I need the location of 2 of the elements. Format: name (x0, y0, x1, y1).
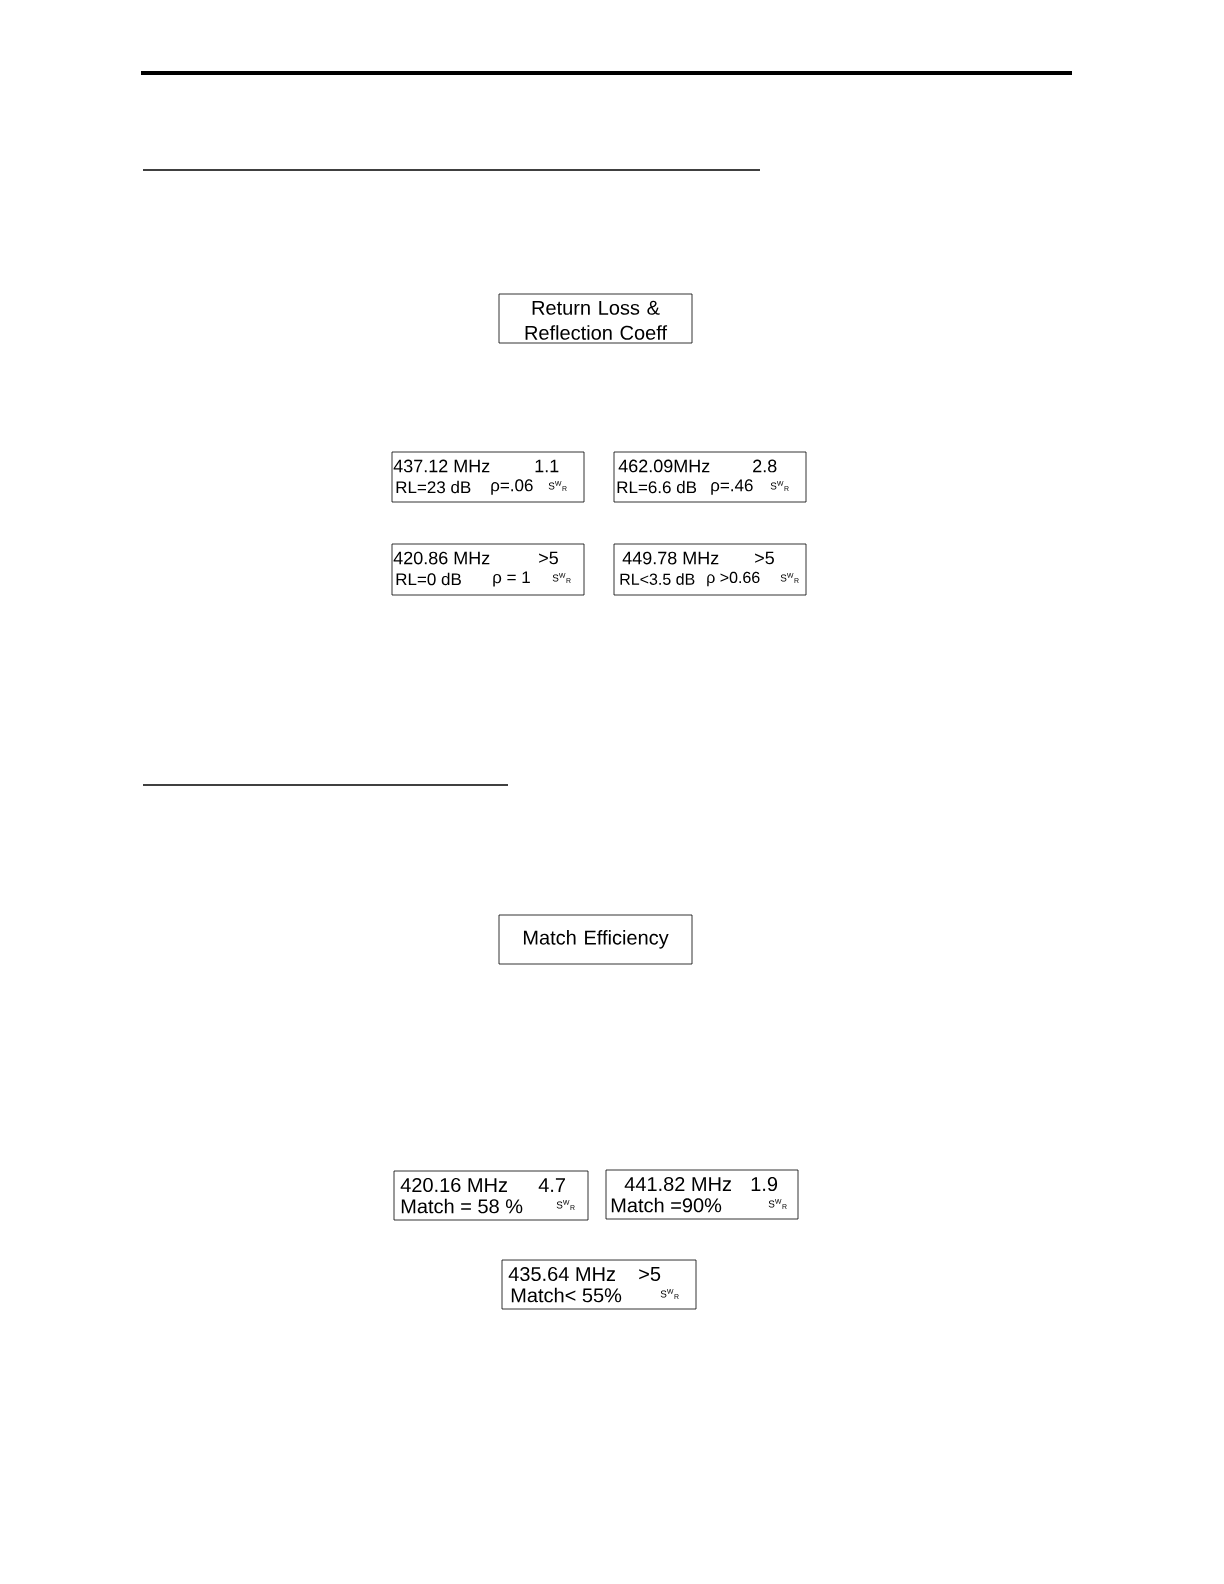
menu-box: Match Efficiency (498, 914, 693, 965)
menu-box: Return Loss & Reflection Coeff (498, 293, 693, 344)
